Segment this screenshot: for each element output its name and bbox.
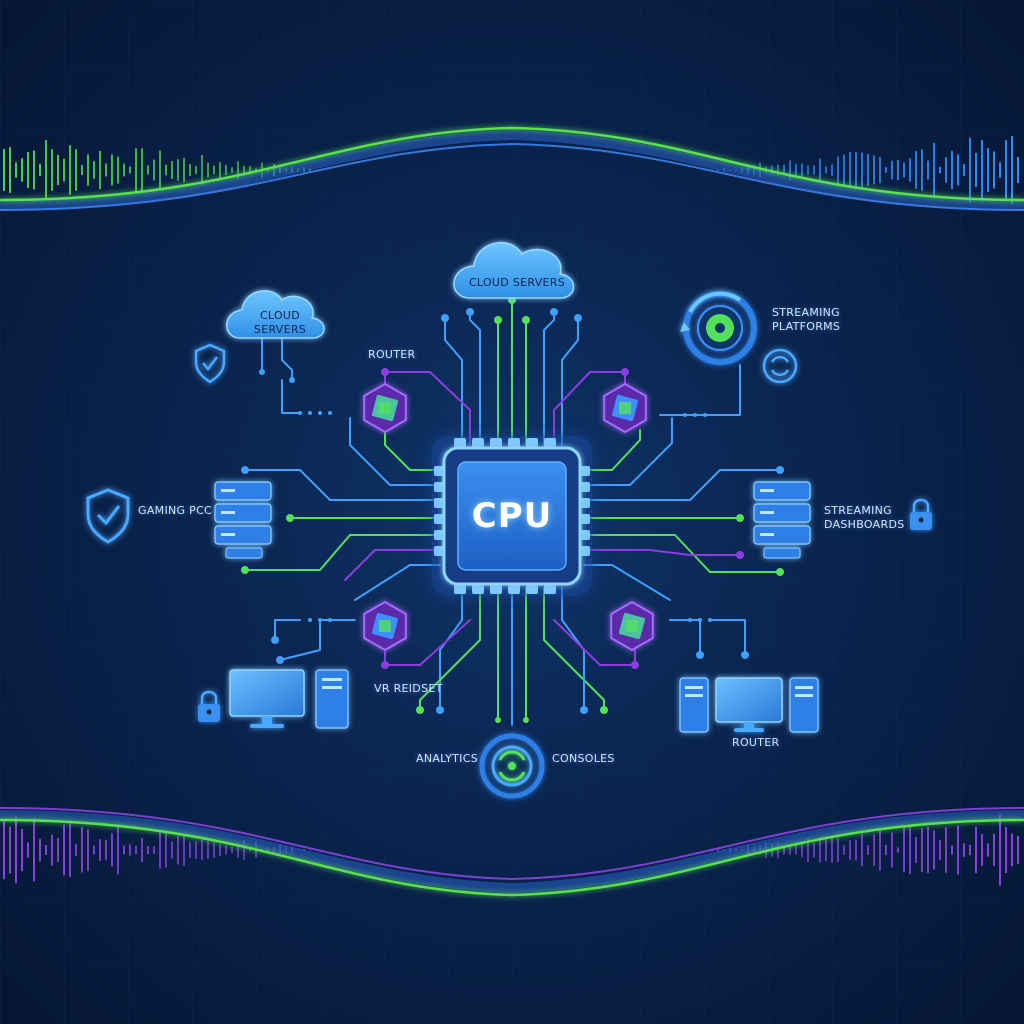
circuit-traces <box>244 299 781 726</box>
cpu-chip-icon <box>432 436 592 596</box>
sync-icon <box>479 733 545 799</box>
pc-tower-icon <box>679 677 709 733</box>
sync-icon <box>762 348 798 384</box>
bottom-band <box>0 807 1024 897</box>
cloud-servers-left-label: CLOUD SERVERS <box>253 309 307 336</box>
gaming-pc-label: GAMING PCC <box>138 504 213 517</box>
cube-hexagon-icon <box>603 382 647 434</box>
shield-check-icon <box>194 343 226 384</box>
cpu-label: CPU <box>471 496 553 536</box>
padlock-icon <box>198 690 220 722</box>
cloud-icon <box>453 241 575 299</box>
router-top-label: ROUTER <box>368 348 416 361</box>
streaming-platforms-label: STREAMING PLATFORMS <box>772 306 841 333</box>
vr-headset-label: VR REIDSET <box>374 682 443 695</box>
analytics-label: ANALYTICS <box>416 752 478 765</box>
server-rack-icon <box>753 481 811 559</box>
pc-tower-icon <box>315 669 349 729</box>
monitor-icon <box>229 669 305 728</box>
consoles-label: CONSOLES <box>552 752 615 765</box>
cloud-servers-top-label: CLOUD SERVERS <box>468 276 566 289</box>
top-band <box>0 126 1024 211</box>
streaming-disc-icon <box>680 291 757 365</box>
server-rack-icon <box>214 481 272 559</box>
streaming-dashboards-label: STREAMING DASHBOARDS <box>824 504 905 531</box>
pc-tower-icon <box>789 677 819 733</box>
cube-hexagon-icon <box>363 382 407 434</box>
waveform-icon <box>3 814 1019 886</box>
padlock-icon <box>910 498 932 530</box>
router-bottom-label: ROUTER <box>732 736 780 749</box>
waveform-icon <box>3 135 1019 205</box>
trace-end-dots <box>241 296 784 723</box>
cloud-icon <box>226 290 325 339</box>
cube-hexagon-icon <box>610 600 654 652</box>
cube-hexagon-icon <box>363 600 407 652</box>
monitor-icon <box>715 677 783 732</box>
shield-check-icon <box>86 488 130 544</box>
